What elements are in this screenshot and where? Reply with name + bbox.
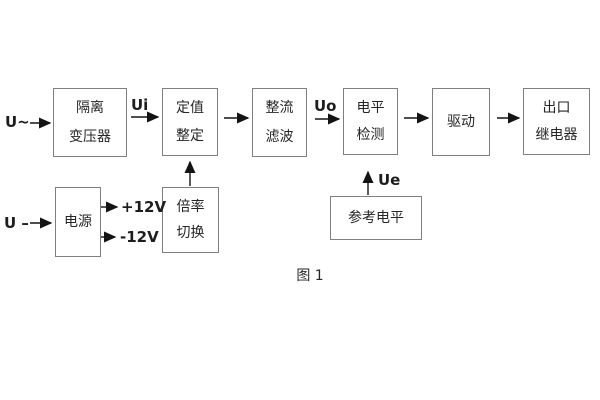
block-label-line: 切换 [176,225,205,241]
block-ratio-switch: 倍率 切换 [162,187,219,253]
block-label-line: 隔离 [76,100,104,116]
block-label-line: 出口 [542,100,571,116]
ac-input-label: U~ [5,113,30,131]
block-label-line: 倍率 [176,199,205,215]
block-label-line: 电源 [64,214,92,230]
block-label-line: 参考电平 [348,210,404,226]
block-reference-level: 参考电平 [330,196,422,240]
block-label-line: 整流 [265,100,294,116]
block-label-line: 继电器 [535,127,578,143]
signal-ui-label: Ui [131,96,149,114]
signal-ue-label: Ue [378,171,401,189]
block-label-line: 电平 [356,100,385,116]
block-setpoint-adjust: 定值 整定 [162,88,218,156]
block-label-line: 滤波 [265,129,294,145]
block-label-line: 驱动 [447,114,475,130]
block-label-line: 检测 [356,127,385,143]
block-rectify-filter: 整流 滤波 [252,88,307,157]
block-label-line: 变压器 [69,129,111,145]
minus12v-label: -12V [120,228,159,246]
block-drive: 驱动 [432,88,490,156]
block-power-supply: 电源 [55,187,101,257]
block-label-line: 整定 [176,128,204,144]
block-label-line: 定值 [176,100,204,116]
dc-input-label: U – [4,214,29,232]
block-output-relay: 出口 继电器 [523,88,590,155]
block-isolation-transformer: 隔离 变压器 [53,88,127,157]
figure-caption: 图 1 [296,268,324,284]
plus12v-label: +12V [121,198,167,216]
signal-uo-label: Uo [314,97,337,115]
block-level-detect: 电平 检测 [343,88,398,155]
